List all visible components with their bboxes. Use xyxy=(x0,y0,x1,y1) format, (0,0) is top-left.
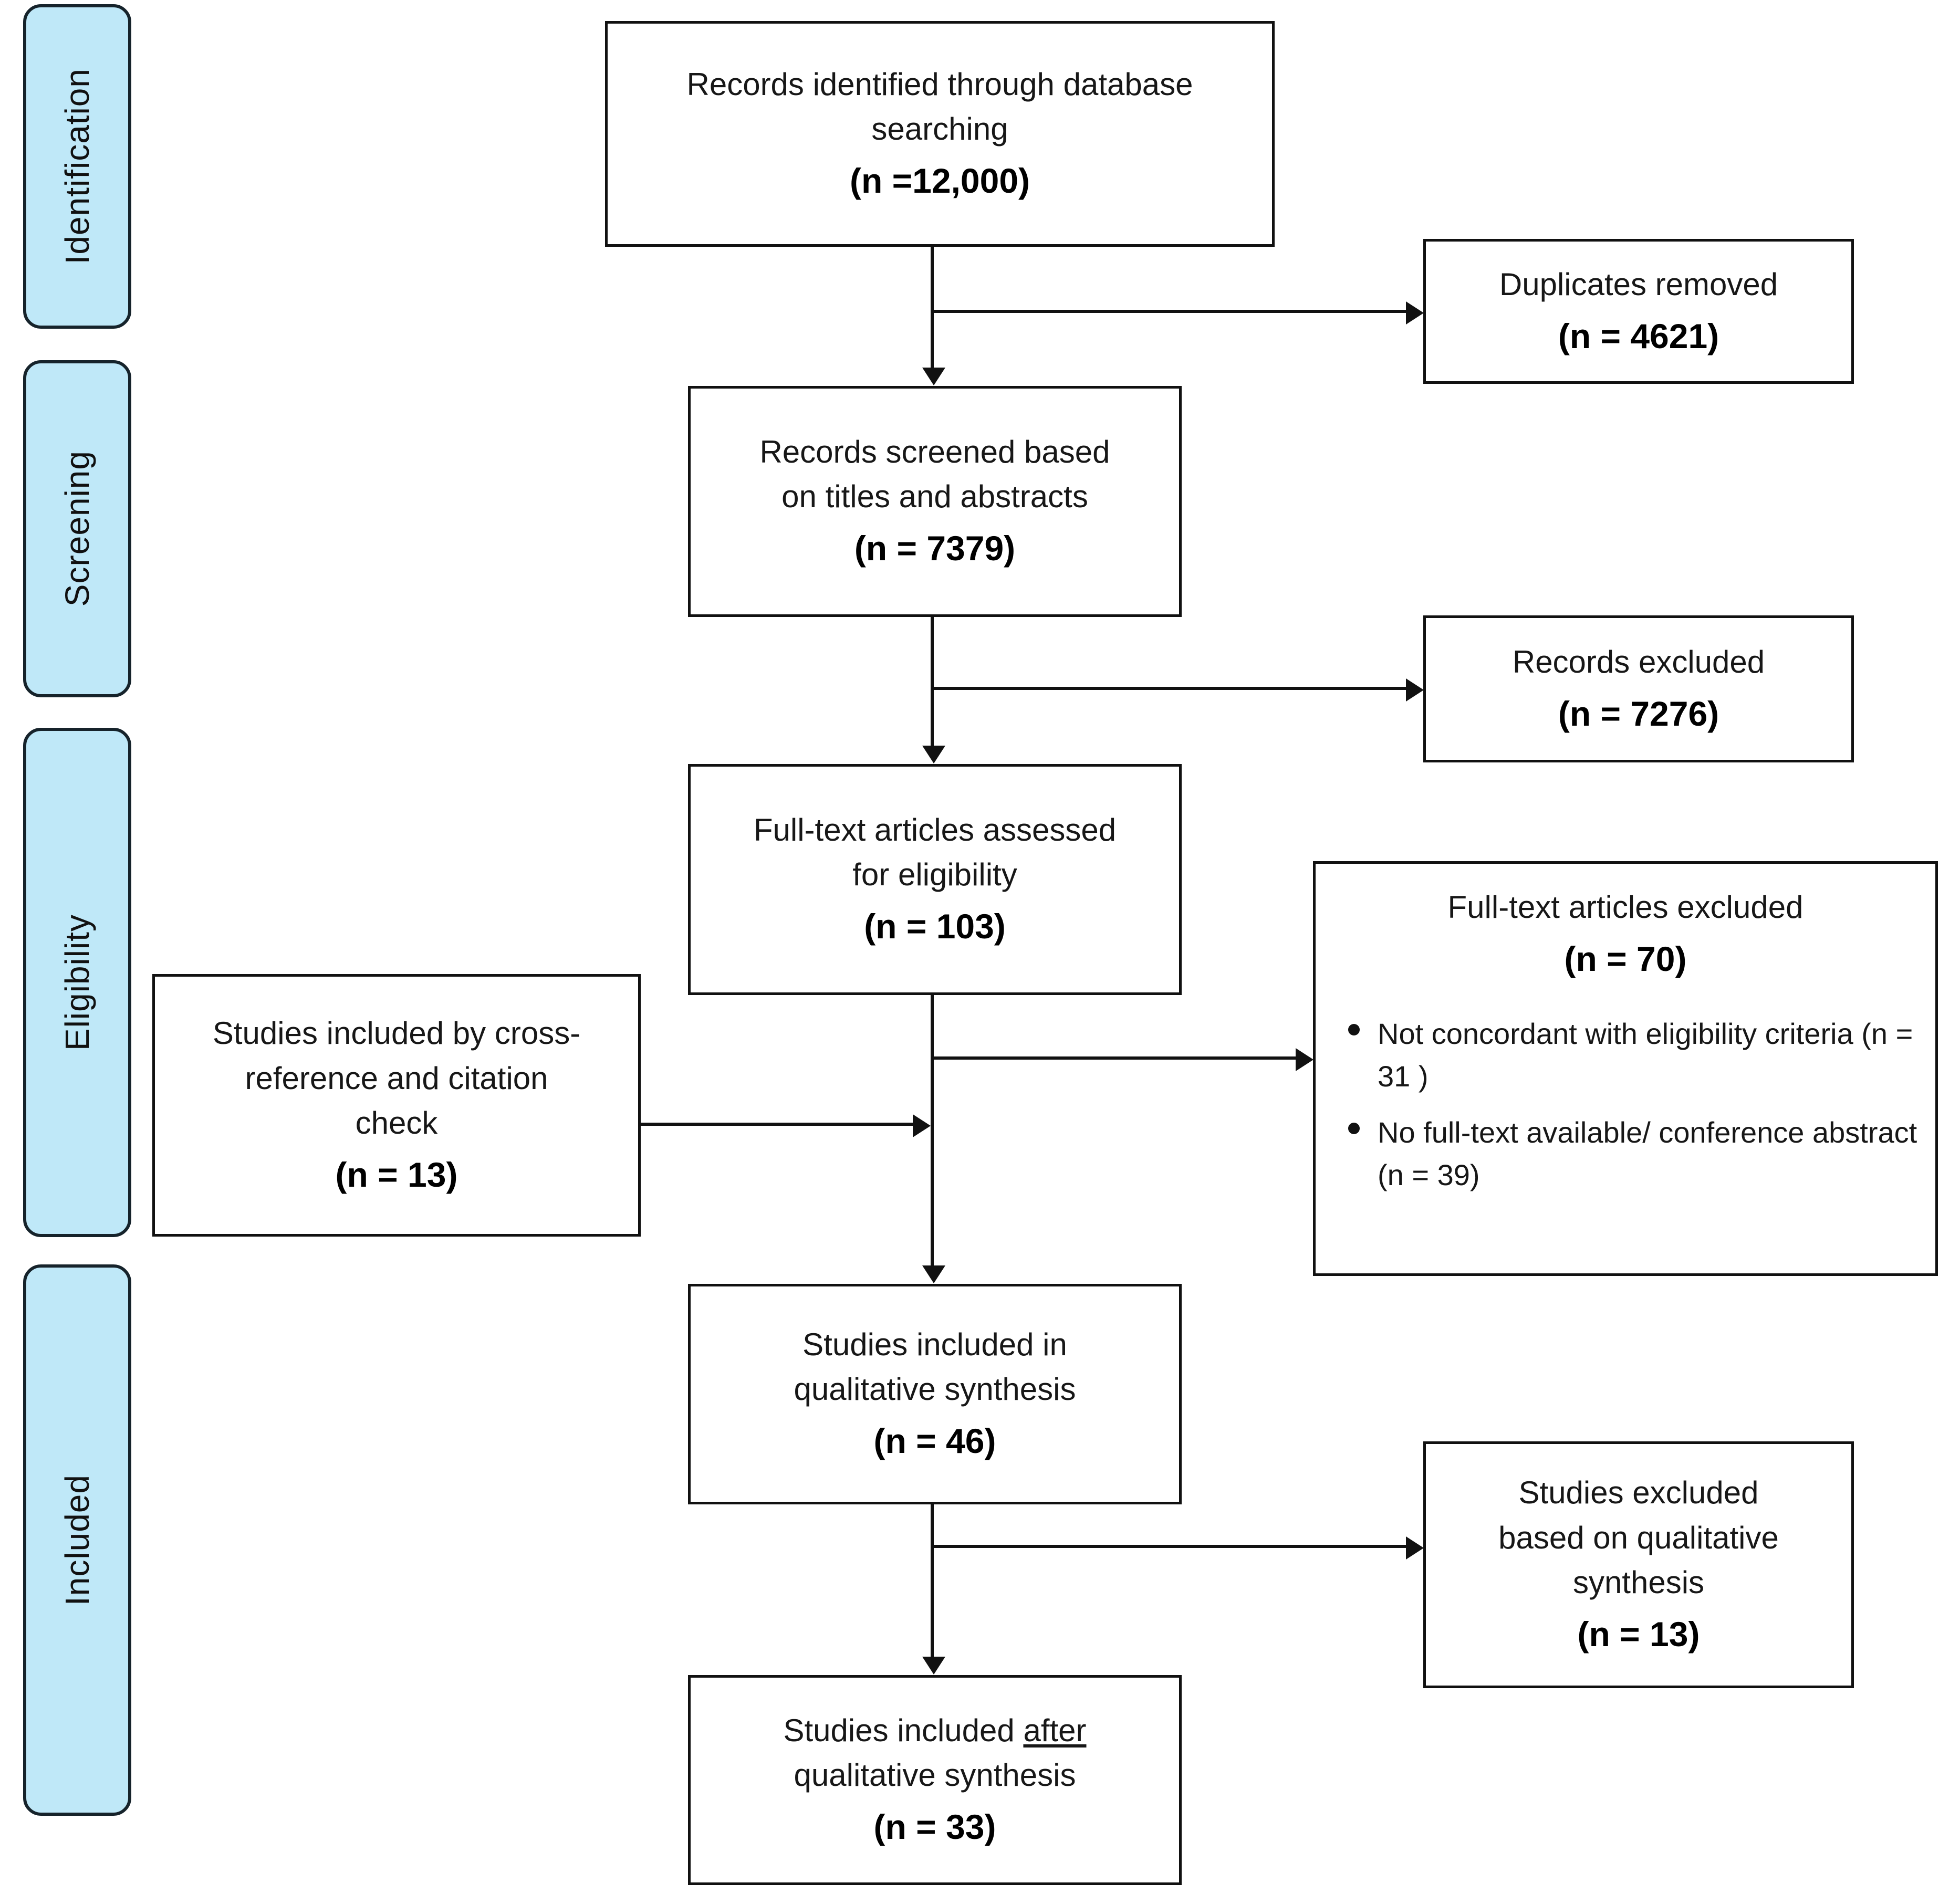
bullet-icon xyxy=(1348,1023,1360,1035)
connector-identified-down xyxy=(931,247,934,368)
box-qualitative-included: Studies included in qualitative synthesi… xyxy=(688,1284,1182,1504)
arrowhead-to-qualitative-included xyxy=(922,1265,945,1283)
list-item: No full-text available/ conference abstr… xyxy=(1343,1111,1922,1196)
arrowhead-to-screened xyxy=(922,368,945,385)
fulltext-excluded-count: (n = 70) xyxy=(1564,939,1687,979)
duplicates-removed-count: (n = 4621) xyxy=(1558,316,1719,355)
connector-to-records-excluded xyxy=(931,687,1406,690)
connector-fulltext-down xyxy=(931,995,934,1265)
connector-qualitative-down xyxy=(931,1504,934,1657)
qualitative-excluded-line3: synthesis xyxy=(1572,1564,1705,1600)
records-excluded-line1: Records excluded xyxy=(1512,644,1765,679)
cross-reference-line2: reference and citation xyxy=(245,1060,548,1096)
arrowhead-to-qualitative-excluded xyxy=(1406,1536,1424,1560)
box-cross-reference-included: Studies included by cross- reference and… xyxy=(152,974,641,1237)
fulltext-assessed-line2: for eligibility xyxy=(852,857,1017,893)
box-final-included: Studies included after qualitative synth… xyxy=(688,1675,1182,1885)
stage-label-eligibility: Eligibility xyxy=(58,914,96,1051)
fulltext-excluded-reason-list: Not concordant with eligibility criteria… xyxy=(1329,1012,1922,1210)
records-screened-count: (n = 7379) xyxy=(854,529,1016,568)
connector-screened-down xyxy=(931,617,934,746)
fulltext-excluded-line1: Full-text articles excluded xyxy=(1447,890,1803,925)
stage-tab-identification: Identification xyxy=(23,4,131,329)
cross-reference-count: (n = 13) xyxy=(335,1155,458,1194)
arrowhead-to-final-included xyxy=(922,1657,945,1675)
arrowhead-to-fulltext-excluded xyxy=(1296,1048,1313,1071)
box-fulltext-assessed: Full-text articles assessed for eligibil… xyxy=(688,764,1182,995)
stage-label-identification: Identification xyxy=(58,68,96,265)
fulltext-excluded-reason-2: No full-text available/ conference abstr… xyxy=(1378,1116,1917,1192)
fulltext-assessed-count: (n = 103) xyxy=(864,907,1006,946)
records-screened-line1: Records screened based xyxy=(759,434,1110,469)
stage-tab-screening: Screening xyxy=(23,360,131,697)
connector-to-qualitative-excluded xyxy=(931,1545,1406,1548)
fulltext-assessed-line1: Full-text articles assessed xyxy=(753,812,1117,847)
final-included-line1: Studies included after xyxy=(783,1708,1086,1753)
arrowhead-to-fulltext-assessed xyxy=(922,746,945,763)
final-included-line1-emphasis: after xyxy=(1023,1712,1087,1748)
connector-to-fulltext-excluded xyxy=(931,1056,1296,1060)
box-records-identified: Records identified through database sear… xyxy=(605,21,1275,247)
records-screened-line2: on titles and abstracts xyxy=(781,479,1088,515)
qualitative-excluded-count: (n = 13) xyxy=(1577,1614,1700,1654)
arrowhead-to-records-excluded xyxy=(1406,678,1424,702)
box-duplicates-removed: Duplicates removed (n = 4621) xyxy=(1423,239,1854,384)
stage-label-included: Included xyxy=(58,1474,96,1606)
arrowhead-cross-reference-to-spine xyxy=(913,1114,931,1137)
list-item: Not concordant with eligibility criteria… xyxy=(1343,1012,1922,1097)
box-records-excluded: Records excluded (n = 7276) xyxy=(1423,615,1854,762)
cross-reference-line3: check xyxy=(355,1105,438,1140)
qualitative-included-line2: qualitative synthesis xyxy=(794,1372,1076,1407)
arrowhead-to-duplicates xyxy=(1406,301,1424,325)
connector-to-duplicates xyxy=(931,310,1406,313)
records-identified-line1: Records identified through database xyxy=(686,66,1193,102)
fulltext-excluded-reason-1: Not concordant with eligibility criteria… xyxy=(1378,1017,1913,1093)
records-identified-count: (n =12,000) xyxy=(849,161,1030,201)
box-records-screened: Records screened based on titles and abs… xyxy=(688,386,1182,617)
qualitative-excluded-line1: Studies excluded xyxy=(1518,1475,1759,1511)
cross-reference-line1: Studies included by cross- xyxy=(212,1016,581,1051)
final-included-count: (n = 33) xyxy=(873,1807,996,1847)
stage-label-screening: Screening xyxy=(58,451,96,607)
box-qualitative-excluded: Studies excluded based on qualitative sy… xyxy=(1423,1441,1854,1688)
bullet-icon xyxy=(1348,1123,1360,1135)
qualitative-included-line1: Studies included in xyxy=(802,1326,1067,1362)
stage-tab-eligibility: Eligibility xyxy=(23,728,131,1237)
records-identified-line2: searching xyxy=(871,111,1008,147)
duplicates-removed-line1: Duplicates removed xyxy=(1499,266,1778,302)
final-included-line1-pre: Studies included xyxy=(783,1712,1024,1748)
connector-cross-reference-to-spine xyxy=(640,1123,913,1126)
qualitative-included-count: (n = 46) xyxy=(873,1421,996,1461)
qualitative-excluded-line2: based on qualitative xyxy=(1498,1520,1779,1555)
stage-tab-included: Included xyxy=(23,1264,131,1816)
records-excluded-count: (n = 7276) xyxy=(1558,694,1719,733)
box-fulltext-excluded: Full-text articles excluded (n = 70) Not… xyxy=(1313,861,1938,1276)
final-included-line2: qualitative synthesis xyxy=(794,1757,1076,1793)
